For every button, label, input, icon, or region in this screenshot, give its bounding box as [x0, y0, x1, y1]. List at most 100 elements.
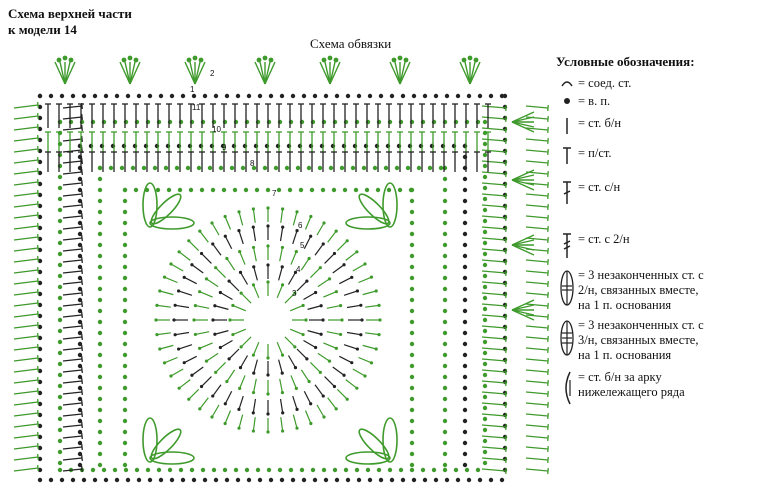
stitch-mark [81, 190, 83, 198]
stitch-mark [481, 204, 507, 208]
chain-dot [442, 198, 448, 204]
chain-dot [221, 187, 227, 193]
chain-dot [57, 383, 63, 389]
round-stitch [238, 395, 244, 410]
chain-dot [122, 286, 128, 292]
chain-dot [255, 467, 261, 473]
stitch-mark [81, 201, 83, 209]
stitch-mark [62, 446, 83, 450]
chain-dot [280, 371, 284, 375]
stitch-mark [481, 105, 507, 109]
chain-dot [462, 385, 468, 391]
chain-dot [210, 221, 214, 225]
fan-stitch [469, 61, 481, 85]
chain-dot [327, 359, 332, 363]
chain-dot [280, 283, 285, 287]
stitch-mark [62, 226, 83, 230]
chain-dot [202, 93, 208, 99]
round-stitch [304, 410, 312, 424]
chain-dot [442, 440, 448, 446]
round-stitch [224, 410, 232, 424]
stitch-mark [525, 446, 549, 450]
chain-dot [227, 357, 231, 361]
round-stitch [307, 305, 322, 310]
round-stitch [252, 398, 257, 413]
stitch-mark [481, 281, 507, 285]
stitch-mark [525, 105, 549, 109]
chain-dot [37, 477, 43, 483]
chain-dot [409, 242, 415, 248]
chain-dot [442, 264, 448, 270]
round-stitch [252, 284, 260, 299]
chain-dot [277, 467, 283, 473]
round-stitch [303, 339, 316, 349]
fan-stitch [511, 239, 535, 246]
round-stitch [336, 240, 348, 252]
chain-dot [57, 350, 63, 356]
chain-dot [154, 318, 158, 322]
stitch-mark [525, 259, 549, 263]
chain-dot [462, 198, 468, 204]
round-stitch [327, 397, 337, 410]
round-stitch [324, 376, 335, 387]
round-stitch [224, 216, 232, 230]
chain-dot [327, 277, 332, 281]
chain-dot [57, 284, 63, 290]
chain-dot [202, 477, 208, 483]
chain-dot [442, 286, 448, 292]
chain-dot [207, 165, 213, 171]
stitch-mark [547, 379, 549, 387]
stitch-mark [36, 211, 40, 219]
round-stitch [239, 272, 249, 285]
round-stitch [199, 230, 209, 243]
chain-dot [57, 240, 63, 246]
stitch-mark [62, 270, 83, 274]
round-stitch [278, 266, 283, 281]
stitch-mark [13, 302, 39, 307]
round-stitch [343, 344, 358, 350]
stitch-mark [481, 292, 507, 296]
stitch-mark [62, 160, 83, 164]
legend-label: = соед. ст. [578, 76, 632, 90]
fan-stitch [189, 61, 196, 85]
round-stitch [326, 331, 341, 336]
chain-dot [369, 275, 374, 279]
chain-dot [378, 93, 384, 99]
fan-stitch [184, 61, 196, 85]
chain-dot [122, 341, 128, 347]
round-stitch [345, 379, 358, 389]
round-stitch [296, 348, 308, 360]
round-stitch [253, 266, 258, 281]
round-stitch [220, 339, 233, 349]
stitch-mark [13, 445, 39, 450]
chain-dot [394, 165, 400, 171]
chain-dot [343, 467, 349, 473]
chain-dot [318, 266, 322, 270]
stitch-mark [525, 369, 549, 373]
round-stitch [252, 247, 257, 262]
chain-dot [409, 374, 415, 380]
chain-dot [295, 229, 299, 233]
chain-dot [122, 440, 128, 446]
chain-dot [444, 93, 450, 99]
round-stitch [211, 222, 220, 236]
chain-dot [177, 386, 181, 390]
chain-dot [356, 477, 362, 483]
round-stitch [201, 253, 212, 264]
cluster-3tr-icon [556, 268, 578, 308]
stitch-mark [81, 113, 83, 121]
chain-dot [462, 374, 468, 380]
chain-dot [321, 467, 327, 473]
round-stitch [195, 304, 210, 309]
chain-dot [464, 467, 470, 473]
chain-dot [482, 174, 488, 180]
chain-dot [37, 192, 43, 198]
chain-dot [455, 477, 461, 483]
chain-dot [57, 328, 63, 334]
stitch-mark [36, 277, 40, 285]
fan-stitch [511, 234, 535, 246]
round-stitch [206, 352, 219, 362]
stitch-mark [547, 115, 549, 123]
round-stitch [324, 253, 335, 264]
fan-stitch [259, 61, 266, 85]
